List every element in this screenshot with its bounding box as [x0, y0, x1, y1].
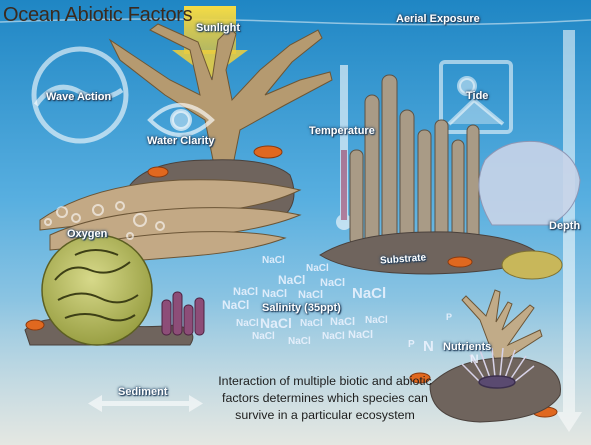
nacl-text: NaCl — [233, 286, 258, 298]
sea-fan — [479, 141, 580, 225]
label-sunlight: Sunlight — [196, 22, 240, 34]
nacl-text: NaCl — [260, 315, 292, 331]
label-oxygen: Oxygen — [67, 228, 107, 240]
nacl-text: NaCl — [322, 331, 345, 342]
label-nutrients: Nutrients — [443, 341, 491, 353]
nutrient-letter-n: N — [470, 352, 479, 366]
nutrient-letter-p: P — [446, 312, 452, 322]
nacl-text: NaCl — [330, 316, 355, 328]
nacl-text: NaCl — [365, 315, 388, 326]
nacl-text: NaCl — [262, 255, 285, 266]
nacl-text: NaCl — [352, 285, 386, 302]
yellow-mound — [502, 251, 562, 279]
label-temperature: Temperature — [309, 125, 375, 137]
nacl-text: NaCl — [222, 298, 249, 312]
label-depth: Depth — [549, 220, 580, 232]
page-title: Ocean Abiotic Factors — [3, 4, 192, 27]
nacl-text: NaCl — [236, 318, 259, 329]
nacl-text: NaCl — [262, 288, 287, 300]
caption: Interaction of multiple biotic and abiot… — [218, 373, 432, 424]
label-salinity: Salinity (35ppt) — [262, 302, 341, 314]
nacl-text: NaCl — [300, 318, 323, 329]
label-sediment: Sediment — [118, 386, 168, 398]
nacl-text: NaCl — [306, 263, 329, 274]
nacl-text: NaCl — [278, 273, 305, 287]
nutrient-letter-p: P — [408, 339, 415, 350]
nacl-text: NaCl — [320, 277, 345, 289]
nacl-text: NaCl — [252, 331, 275, 342]
label-water-clarity: Water Clarity — [147, 135, 214, 147]
nacl-text: NaCl — [298, 289, 323, 301]
label-aerial-exposure: Aerial Exposure — [396, 13, 480, 25]
nutrient-letter-n: N — [423, 338, 434, 355]
label-tide: Tide — [466, 90, 488, 102]
nacl-text: NaCl — [348, 329, 373, 341]
label-wave-action: Wave Action — [46, 91, 111, 103]
nacl-text: NaCl — [288, 336, 311, 347]
